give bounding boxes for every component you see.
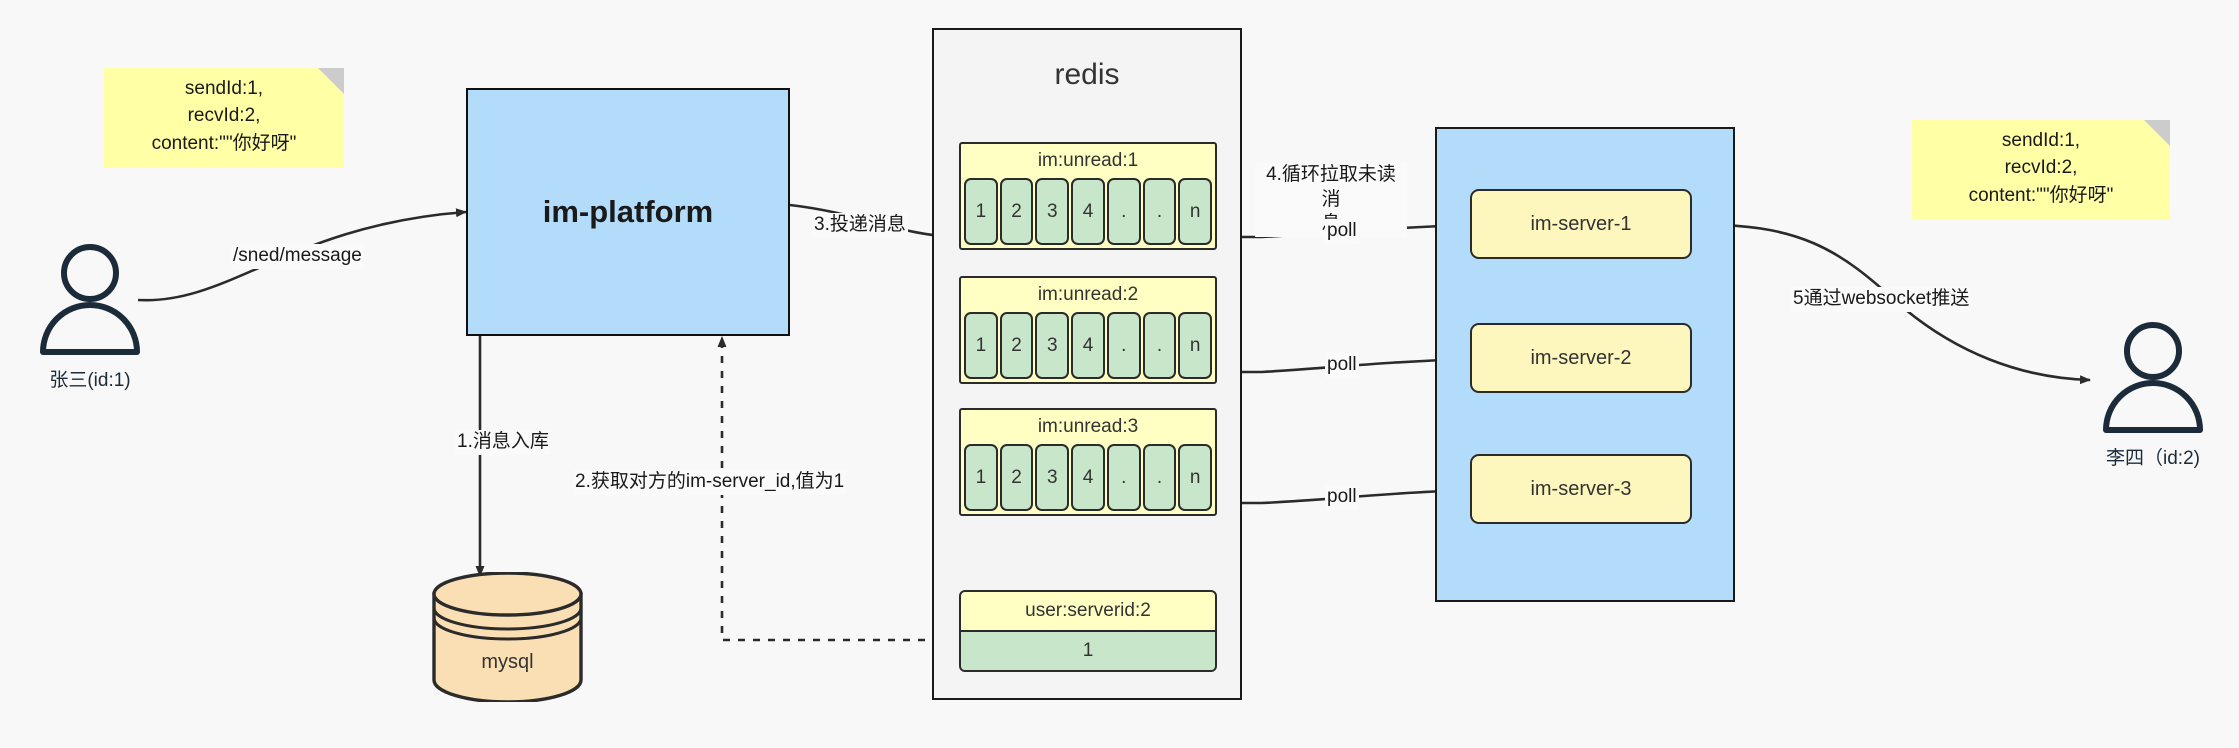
redis-serverid-label: user:serverid:2 [1025,600,1151,621]
edge-label-step2: 2.获取对方的im-server_id,值为1 [573,470,847,495]
redis-cell[interactable]: n [1178,312,1213,379]
redis-cell[interactable]: . [1106,444,1141,511]
redis-cell[interactable]: . [1106,312,1141,379]
mysql-label: mysql [481,651,534,673]
redis-cell[interactable]: 4 [1071,312,1105,379]
redis-key-cells: 1 2 3 4 . . n [964,444,1213,511]
actor-sender[interactable]: 张三(id:1) [30,240,150,392]
redis-cell[interactable]: n [1178,178,1213,245]
redis-cell[interactable]: 1 [964,444,998,511]
user-icon [40,244,140,355]
redis-key-group-user-serverid[interactable]: user:serverid:2 1 [959,590,1217,672]
actor-receiver-label: 李四（id:2) [2106,448,2200,469]
redis-cell[interactable]: 2 [999,312,1034,379]
redis-cell[interactable]: 1 [964,178,998,245]
edge-label-step5: 5通过websocket推送 [1791,287,1972,312]
note-left-text: sendId:1, recvId:2, content:""你好呀" [151,77,297,154]
redis-cell[interactable]: 1 [964,312,998,379]
note-fold-corner-icon [2144,120,2170,146]
note-right-text: sendId:1, recvId:2, content:""你好呀" [1968,129,2114,206]
im-platform-box[interactable]: im-platform [466,88,790,336]
redis-key-cells: 1 2 3 4 . . n [964,312,1213,379]
redis-key-group-im-unread-1[interactable]: im:unread:1 1 2 3 4 . . n [959,142,1217,250]
redis-container: redis im:unread:1 1 2 3 4 . . n im:unrea… [932,28,1242,700]
redis-cell[interactable]: . [1142,444,1177,511]
redis-cell[interactable]: 3 [1035,312,1070,379]
edge-label-poll-3: poll [1325,485,1359,510]
edge-label-send-message: /sned/message [231,244,364,269]
edge-label-step1: 1.消息入库 [455,430,551,455]
redis-key-group-im-unread-3[interactable]: im:unread:3 1 2 3 4 . . n [959,408,1217,516]
redis-key-group-im-unread-2[interactable]: im:unread:2 1 2 3 4 . . n [959,276,1217,384]
note-fold-corner-icon [318,68,344,94]
redis-cell[interactable]: . [1106,178,1141,245]
redis-cell[interactable]: 4 [1071,444,1105,511]
im-server-1-label: im-server-1 [1530,212,1632,235]
edge-label-step3: 3.投递消息 [812,213,908,238]
redis-cell[interactable]: 3 [1035,444,1070,511]
edge-label-step4: 4.循环拉取未读消 息 [1255,163,1407,238]
redis-cell[interactable]: 2 [999,178,1034,245]
im-server-3-box[interactable]: im-server-3 [1470,454,1692,524]
note-right-message-payload: sendId:1, recvId:2, content:""你好呀" [1912,120,2170,220]
redis-cell[interactable]: 2 [999,444,1034,511]
redis-cell[interactable]: . [1142,312,1177,379]
redis-key-cells: 1 2 3 4 . . n [964,178,1213,245]
im-server-2-box[interactable]: im-server-2 [1470,323,1692,393]
redis-key-label: im:unread:3 [1037,416,1139,437]
note-left-message-payload: sendId:1, recvId:2, content:""你好呀" [104,68,344,168]
edge-label-poll-2: poll [1325,353,1359,378]
redis-key-label: im:unread:2 [1037,284,1139,305]
im-server-3-label: im-server-3 [1530,477,1632,500]
redis-cell[interactable]: n [1178,444,1213,511]
database-cylinder-icon [432,572,583,702]
edge-label-poll-1: poll [1325,219,1359,244]
im-server-cluster: im-server-1 im-server-2 im-server-3 [1435,127,1735,602]
actor-receiver[interactable]: 李四（id:2) [2093,318,2213,470]
redis-cell[interactable]: 3 [1035,178,1070,245]
im-platform-label: im-platform [542,194,714,229]
redis-key-label: im:unread:1 [1037,150,1139,171]
user-icon [2103,322,2203,433]
actor-sender-label: 张三(id:1) [49,370,131,391]
im-server-2-label: im-server-2 [1530,346,1632,369]
mysql-database[interactable]: mysql [430,572,585,702]
redis-cell[interactable]: 4 [1071,178,1105,245]
redis-title: redis [1054,58,1120,91]
redis-cell[interactable]: . [1142,178,1177,245]
redis-serverid-value[interactable]: 1 [961,630,1215,670]
im-server-1-box[interactable]: im-server-1 [1470,189,1692,259]
